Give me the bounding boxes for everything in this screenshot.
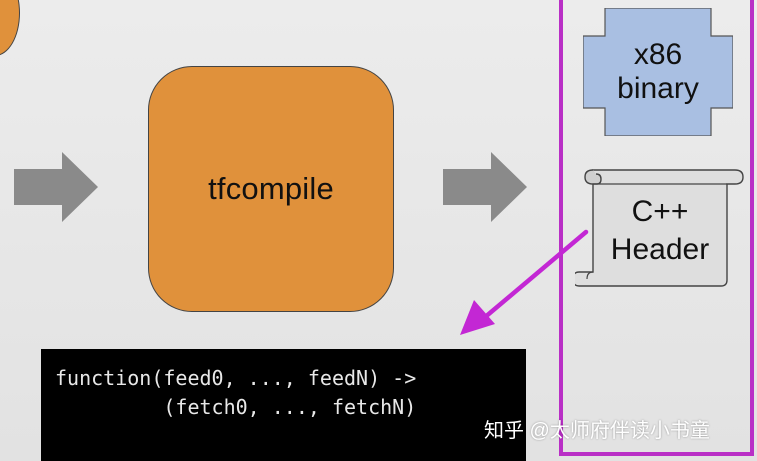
header-label-line1: C++ bbox=[631, 195, 689, 228]
tfcompile-label: tfcompile bbox=[208, 171, 334, 206]
code-line-2: (fetch0, ..., fetchN) bbox=[55, 395, 417, 419]
right-arrow-icon bbox=[443, 152, 527, 222]
binary-label: x86 binary bbox=[583, 38, 733, 106]
binary-label-line1: x86 bbox=[633, 38, 683, 71]
left-arrow-icon bbox=[14, 152, 98, 222]
tfcompile-box: tfcompile bbox=[148, 66, 394, 312]
binary-label-line2: binary bbox=[617, 72, 699, 105]
binary-box-icon bbox=[583, 8, 733, 136]
header-scroll-icon bbox=[575, 169, 744, 287]
output-highlight-frame bbox=[559, 0, 754, 456]
function-signature-box: function(feed0, ..., feedN) -> (fetch0, … bbox=[41, 349, 526, 461]
code-line-1: function(feed0, ..., feedN) -> bbox=[55, 366, 417, 390]
watermark-text: 知乎 @太师府伴读小书童 bbox=[484, 420, 710, 442]
header-label: C++ Header bbox=[590, 193, 730, 269]
header-label-line2: Header bbox=[610, 233, 710, 266]
